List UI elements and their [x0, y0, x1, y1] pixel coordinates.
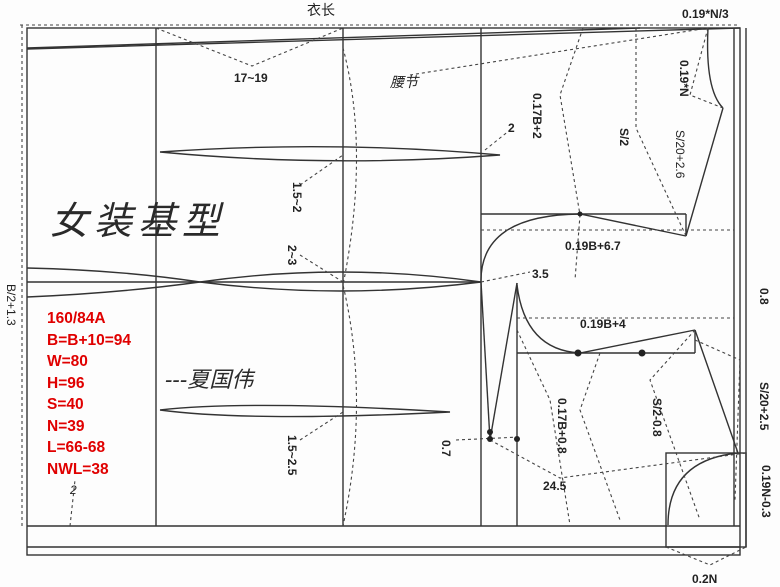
- back-neck-depth-label: 0.19*N: [677, 60, 691, 97]
- back-neck-width-label: 0.19*N/3: [682, 7, 729, 21]
- front-0-8-label: 0.8: [757, 288, 771, 305]
- back-width-label: 0.19B+6.7: [565, 239, 621, 253]
- diagram-author: ---夏国伟: [165, 368, 254, 393]
- spec-hip: H=96: [47, 374, 85, 392]
- outer-frame: [26, 27, 741, 556]
- front-armhole-label: 0.17B+0.8: [555, 398, 569, 454]
- back-shoulder-label: S/2: [617, 128, 631, 147]
- hem-2-label: 2: [70, 483, 77, 497]
- spec-neck: N=39: [47, 417, 85, 435]
- back-armhole-width-label: 0.17B+2: [530, 93, 544, 139]
- bust-24-5-label: 24.5: [543, 479, 567, 493]
- spec-length: L=66-68: [47, 439, 106, 456]
- dart-1-5-2-label: 1.5~2: [290, 182, 304, 213]
- dart-2-3-label: 2~3: [285, 245, 299, 266]
- front-shoulder-slope-label: S/20+2.5: [757, 382, 771, 431]
- back-shoulder-slope-label: S/20+2.6: [673, 130, 687, 179]
- spec-waist: W=80: [47, 353, 88, 370]
- front-shoulder-label: S/2-0.8: [650, 398, 664, 437]
- side-3-5-label: 3.5: [532, 267, 549, 281]
- spec-bust: B=B+10=94: [47, 331, 132, 349]
- size-specs: 160/84A B=B+10=94 W=80 H=96 S=40 N=39 L=…: [47, 308, 131, 480]
- dart-1-5-2-5-label: 1.5~2.5: [285, 435, 299, 476]
- front-0-7-label: 0.7: [439, 440, 453, 457]
- waist-section-label: 腰节: [390, 75, 418, 91]
- garment-length-label: 衣长: [307, 3, 335, 19]
- front-neck-width-label: 0.2N: [692, 572, 718, 586]
- spec-shoulder: S=40: [47, 396, 84, 413]
- spec-nape-waist: NWL=38: [47, 460, 109, 478]
- side-2-label: 2: [508, 121, 515, 135]
- diagram-title: 女装基型: [50, 199, 227, 243]
- front-width-label: 0.19B+4: [580, 317, 626, 331]
- spec-size: 160/84A: [47, 310, 106, 327]
- half-bust-label: B/2+1.3: [4, 284, 18, 326]
- front-neck-depth-label: 0.19N-0.3: [759, 465, 773, 518]
- dart-17-19-label: 17~19: [234, 71, 268, 85]
